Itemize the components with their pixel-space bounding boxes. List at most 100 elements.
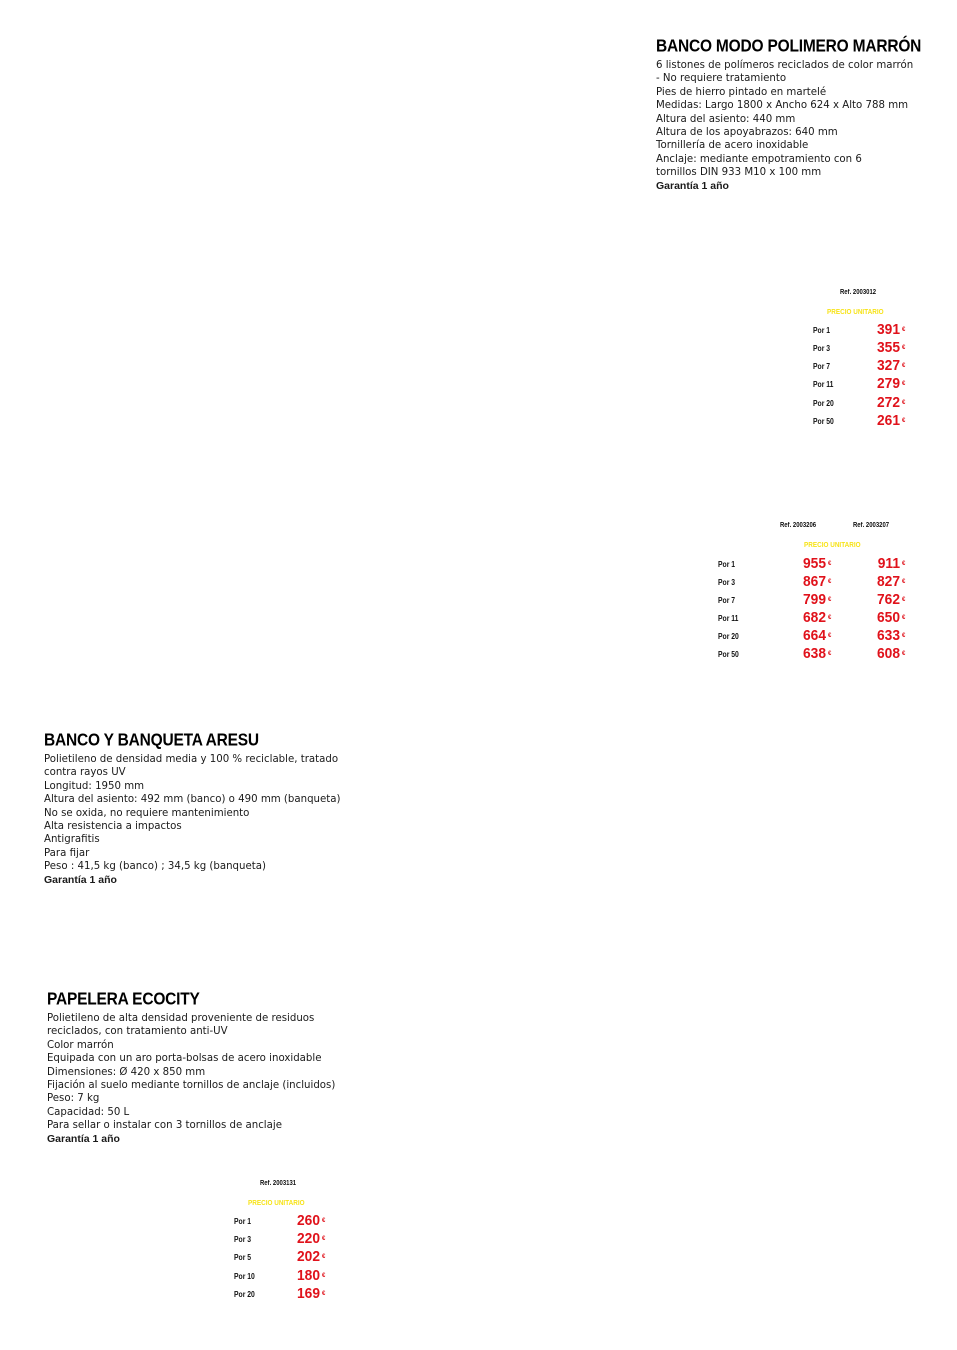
euro-symbol: € xyxy=(322,1291,326,1297)
product-description: Polietileno de densidad media y 100 % re… xyxy=(44,753,340,887)
spec-line: Peso: 7 kg xyxy=(47,1093,100,1105)
price-value: 633 xyxy=(877,628,900,644)
spec-line: Medidas: Largo 1800 x Ancho 624 x Alto 7… xyxy=(656,100,909,112)
reference-number: Ref. 2003206 xyxy=(780,522,817,529)
price-value: 762 xyxy=(877,592,900,608)
euro-symbol: € xyxy=(902,651,906,657)
price-value: 272 xyxy=(877,395,900,411)
spec-line: Para fijar xyxy=(44,847,90,859)
euro-symbol: € xyxy=(322,1236,326,1242)
price-value: 202 xyxy=(297,1249,320,1265)
price-value: 220 xyxy=(297,1231,320,1247)
price-value: 355 xyxy=(877,340,900,356)
euro-symbol: € xyxy=(902,345,906,351)
quantity-label: Por 20 xyxy=(813,399,834,408)
price-value: 911 xyxy=(877,556,900,572)
quantity-label: Por 1 xyxy=(813,326,831,335)
price-value: 391 xyxy=(877,322,900,338)
euro-symbol: € xyxy=(902,633,906,639)
price-value: 261 xyxy=(877,413,900,429)
euro-symbol: € xyxy=(828,597,832,603)
spec-line: Pies de hierro pintado en martelé xyxy=(656,86,827,98)
quantity-label: Por 11 xyxy=(718,614,739,623)
euro-symbol: € xyxy=(322,1273,326,1279)
quantity-label: Por 1 xyxy=(718,560,736,569)
quantity-label: Por 3 xyxy=(813,344,831,353)
price-value: 638 xyxy=(803,646,826,662)
spec-line: Altura del asiento: 440 mm xyxy=(656,113,796,125)
spec-line: contra rayos UV xyxy=(44,767,126,779)
product-papelera-ecocity: PAPELERA ECOCITY Polietileno de alta den… xyxy=(47,989,335,1146)
quantity-label: Por 7 xyxy=(813,362,831,371)
product-title: BANCO Y BANQUETA ARESU xyxy=(44,730,259,750)
reference-number: Ref. 2003012 xyxy=(840,289,877,296)
price-value: 169 xyxy=(297,1286,320,1302)
quantity-label: Por 5 xyxy=(234,1253,252,1262)
product-title: BANCO MODO POLIMERO MARRÓN xyxy=(656,36,922,56)
euro-symbol: € xyxy=(902,615,906,621)
euro-symbol: € xyxy=(902,400,906,406)
quantity-label: Por 1 xyxy=(234,1217,252,1226)
euro-symbol: € xyxy=(902,597,906,603)
euro-symbol: € xyxy=(828,561,832,567)
spec-line: Alta resistencia a impactos xyxy=(44,821,182,833)
spec-line: Altura de los apoyabrazos: 640 mm xyxy=(656,127,838,139)
product-description: Polietileno de alta densidad proveniente… xyxy=(47,1012,335,1146)
spec-line: Longitud: 1950 mm xyxy=(44,780,145,792)
euro-symbol: € xyxy=(902,363,906,369)
spec-line: Para sellar o instalar con 3 tornillos d… xyxy=(47,1120,282,1132)
spec-line: Altura del asiento: 492 mm (banco) o 490… xyxy=(44,794,341,806)
spec-line: Anclaje: mediante empotramiento con 6 xyxy=(656,153,862,165)
spec-line: Peso : 41,5 kg (banco) ; 34,5 kg (banque… xyxy=(44,861,266,873)
spec-line: reciclados, con tratamiento anti-UV xyxy=(47,1026,228,1038)
quantity-label: Por 3 xyxy=(234,1235,252,1244)
euro-symbol: € xyxy=(902,381,906,387)
reference-number: Ref. 2003207 xyxy=(853,522,890,529)
euro-symbol: € xyxy=(322,1218,326,1224)
price-value: 650 xyxy=(877,610,900,626)
unit-price-label: PRECIO UNITARIO xyxy=(804,540,861,549)
spec-line: Color marrón xyxy=(47,1039,114,1051)
quantity-label: Por 20 xyxy=(234,1290,255,1299)
spec-line: Equipada con un aro porta-bolsas de acer… xyxy=(47,1053,322,1065)
unit-price-label: PRECIO UNITARIO xyxy=(248,1198,305,1207)
guarantee-label: Garantía 1 año xyxy=(656,179,729,192)
quantity-label: Por 7 xyxy=(718,596,736,605)
price-value: 867 xyxy=(803,574,826,590)
price-value: 260 xyxy=(297,1213,320,1229)
price-value: 827 xyxy=(877,574,900,590)
price-value: 180 xyxy=(297,1268,320,1284)
price-value: 327 xyxy=(877,358,900,374)
spec-line: Tornillería de acero inoxidable xyxy=(656,140,809,152)
spec-line: No se oxida, no requiere mantenimiento xyxy=(44,807,250,819)
euro-symbol: € xyxy=(902,418,906,424)
price-value: 682 xyxy=(803,610,826,626)
euro-symbol: € xyxy=(828,633,832,639)
price-value: 799 xyxy=(803,592,826,608)
quantity-label: Por 11 xyxy=(813,380,834,389)
spec-line: Polietileno de densidad media y 100 % re… xyxy=(44,754,339,765)
spec-line: Polietileno de alta densidad proveniente… xyxy=(47,1013,315,1024)
euro-symbol: € xyxy=(828,579,832,585)
guarantee-label: Garantía 1 año xyxy=(47,1132,120,1145)
price-value: 608 xyxy=(877,646,900,662)
price-value: 955 xyxy=(803,556,826,572)
euro-symbol: € xyxy=(902,327,906,333)
euro-symbol: € xyxy=(322,1254,326,1260)
product-banco-aresu: BANCO Y BANQUETA ARESU Polietileno de de… xyxy=(44,730,340,887)
euro-symbol: € xyxy=(828,615,832,621)
price-value: 664 xyxy=(803,628,826,644)
product-banco-modo: BANCO MODO POLIMERO MARRÓN 6 listones de… xyxy=(656,36,922,193)
product-description: 6 listones de polímeros reciclados de co… xyxy=(656,59,921,193)
euro-symbol: € xyxy=(902,579,906,585)
spec-line: Dimensiones: Ø 420 x 850 mm xyxy=(47,1066,206,1078)
unit-price-label: PRECIO UNITARIO xyxy=(827,307,884,316)
spec-line: Antigrafitis xyxy=(44,834,100,846)
quantity-label: Por 50 xyxy=(813,417,834,426)
quantity-label: Por 3 xyxy=(718,578,736,587)
spec-line: Fijación al suelo mediante tornillos de … xyxy=(47,1080,336,1092)
quantity-label: Por 20 xyxy=(718,632,739,641)
euro-symbol: € xyxy=(828,651,832,657)
quantity-label: Por 10 xyxy=(234,1272,255,1281)
product-title: PAPELERA ECOCITY xyxy=(47,989,200,1009)
